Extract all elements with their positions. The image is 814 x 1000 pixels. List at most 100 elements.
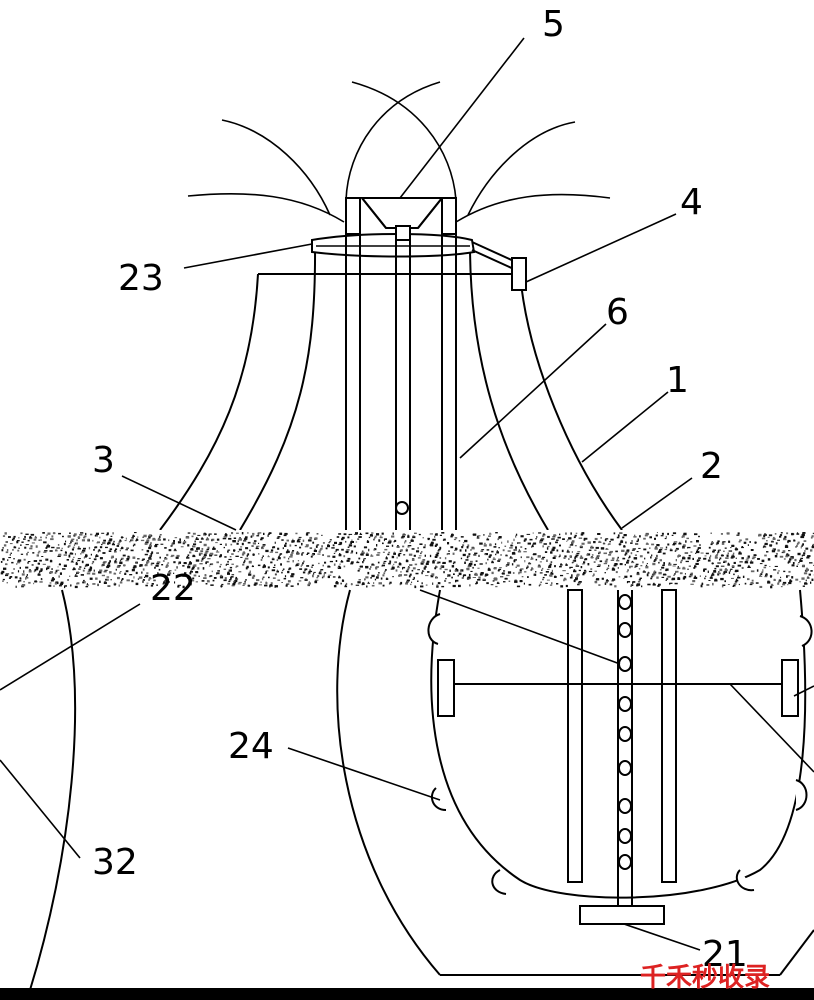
noise-dot: [400, 537, 404, 539]
noise-dot: [101, 565, 104, 567]
noise-dot: [76, 539, 78, 542]
noise-dot: [722, 573, 724, 576]
noise-dot: [41, 556, 44, 557]
noise-dot: [592, 575, 594, 577]
noise-dot: [64, 585, 66, 589]
noise-dot: [319, 569, 322, 573]
noise-dot: [271, 569, 276, 572]
noise-dot: [81, 539, 85, 542]
noise-dot: [637, 571, 639, 574]
noise-dot: [378, 539, 381, 542]
noise-dot: [796, 533, 800, 535]
noise-dot: [524, 548, 527, 550]
noise-dot: [491, 560, 494, 563]
noise-dot: [768, 534, 773, 537]
noise-dot: [202, 556, 206, 559]
noise-dot: [537, 555, 541, 558]
noise-dot: [547, 545, 550, 548]
noise-dot: [666, 578, 669, 580]
noise-dot: [566, 540, 568, 542]
noise-dot: [132, 544, 134, 547]
noise-dot: [198, 575, 200, 577]
noise-dot: [367, 571, 370, 575]
noise-dot: [126, 547, 129, 549]
noise-dot: [540, 537, 545, 541]
noise-dot: [581, 542, 585, 545]
noise-dot: [647, 551, 650, 554]
noise-dot: [712, 550, 715, 553]
noise-dot: [727, 562, 729, 564]
noise-dot: [654, 559, 657, 561]
noise-dot: [631, 549, 635, 551]
noise-dot: [296, 552, 300, 554]
noise-dot: [158, 568, 161, 571]
noise-dot: [453, 539, 457, 541]
noise-dot: [686, 537, 689, 540]
noise-dot: [190, 569, 192, 572]
noise-dot: [345, 584, 347, 587]
noise-dot: [319, 571, 321, 574]
noise-dot: [560, 574, 564, 577]
noise-dot: [802, 532, 806, 534]
noise-dot: [109, 560, 111, 563]
noise-dot: [148, 536, 151, 539]
noise-dot: [625, 551, 629, 553]
noise-dot: [193, 574, 197, 577]
noise-dot: [338, 543, 342, 546]
noise-dot: [403, 554, 406, 556]
noise-dot: [786, 575, 790, 577]
noise-dot: [327, 566, 331, 568]
noise-dot: [792, 562, 795, 565]
noise-dot: [242, 563, 245, 566]
noise-dot: [87, 538, 90, 541]
noise-dot: [439, 567, 442, 570]
noise-dot: [308, 582, 311, 585]
noise-dot: [540, 581, 542, 583]
noise-dot: [621, 549, 625, 552]
noise-dot: [61, 547, 63, 549]
noise-dot: [784, 545, 789, 548]
noise-dot: [406, 548, 408, 551]
noise-dot: [169, 570, 172, 572]
noise-dot: [238, 581, 242, 584]
noise-dot: [556, 549, 559, 552]
noise-dot: [407, 535, 410, 538]
noise-dot: [791, 564, 795, 567]
noise-dot: [554, 565, 556, 568]
noise-dot: [630, 542, 633, 544]
noise-dot: [16, 541, 19, 544]
noise-dot: [31, 564, 34, 566]
noise-dot: [57, 555, 61, 557]
noise-dot: [778, 579, 782, 582]
noise-dot: [578, 537, 583, 539]
noise-dot: [729, 569, 731, 572]
label-4: 4: [680, 182, 703, 223]
noise-dot: [2, 535, 6, 537]
noise-dot: [771, 550, 776, 553]
noise-dot: [439, 557, 442, 559]
noise-dot: [160, 543, 164, 545]
noise-dot: [252, 542, 256, 545]
noise-dot: [335, 560, 338, 562]
noise-dot: [587, 563, 590, 566]
noise-dot: [11, 561, 14, 564]
noise-dot: [692, 580, 696, 583]
noise-dot: [642, 571, 646, 573]
noise-dot: [520, 535, 524, 538]
noise-dot: [6, 549, 9, 552]
noise-dot: [695, 552, 697, 554]
noise-dot: [659, 569, 662, 571]
noise-dot: [400, 571, 402, 573]
noise-dot: [138, 576, 143, 579]
noise-dot: [338, 533, 342, 535]
noise-dot: [243, 561, 245, 563]
noise-dot: [204, 574, 207, 577]
noise-dot: [187, 532, 191, 534]
noise-dot: [78, 546, 80, 548]
noise-dot: [356, 560, 359, 563]
noise-dot: [763, 535, 766, 538]
noise-dot: [576, 575, 579, 577]
noise-dot: [651, 575, 653, 578]
noise-dot: [707, 570, 709, 573]
noise-dot: [542, 533, 545, 535]
